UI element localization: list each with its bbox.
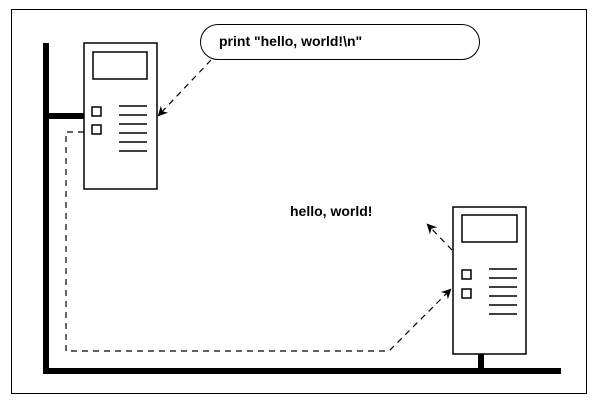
command-arrow (157, 59, 212, 117)
output-arrow (426, 223, 453, 251)
output-text: hello, world! (290, 203, 373, 219)
command-bubble (200, 24, 480, 60)
message-path-arrow (65, 131, 452, 352)
receiver-terminal-icon (452, 206, 527, 355)
sender-terminal-icon (83, 42, 158, 190)
command-text: print "hello, world!\n" (219, 33, 363, 49)
network-bus (43, 43, 561, 374)
